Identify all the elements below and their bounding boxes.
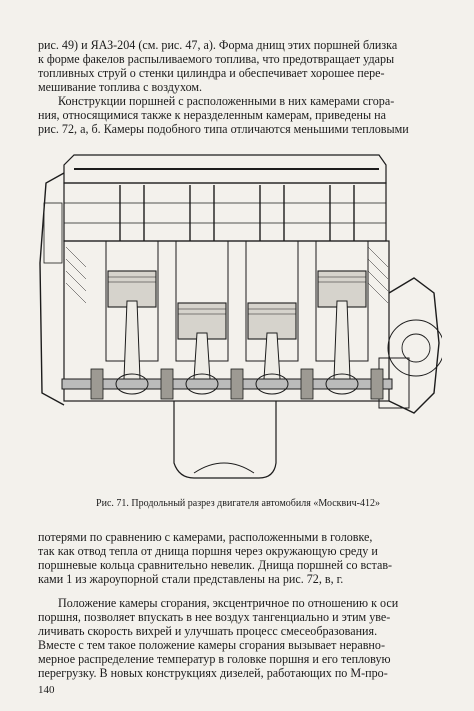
text-line: ния, относящимися также к неразделенным …: [38, 108, 387, 123]
main-bearing: [300, 368, 314, 400]
text-line: поршня, позволяет впускать в нее воздух …: [38, 610, 391, 625]
crank-throw: [255, 373, 289, 395]
cylinder-head: [63, 182, 387, 242]
timing-cover: [39, 172, 65, 406]
oil-level: [193, 462, 255, 474]
connecting-rod: [123, 300, 141, 380]
connecting-rod: [333, 300, 351, 380]
flywheel: [388, 277, 440, 414]
connecting-rod: [193, 332, 211, 380]
engine-drawing: [39, 154, 442, 479]
text-line: ками 1 из жароупорной стали представлены…: [38, 572, 344, 587]
crank-throw: [185, 373, 219, 395]
clutch-hub: [401, 333, 431, 363]
main-bearing: [370, 368, 384, 400]
connecting-rod: [263, 332, 281, 380]
text-line: рис. 49) и ЯАЗ-204 (см. рис. 47, а). Фор…: [38, 38, 398, 52]
main-bearing: [230, 368, 244, 400]
text-line: рис. 72, а, б. Камеры подобного типа отл…: [38, 122, 409, 137]
text-line: перегрузку. В новых конструкциях дизелей…: [38, 666, 388, 681]
crankshaft: [61, 378, 393, 390]
paragraph-heat-loss: потерями по сравнению с камерами, распол…: [38, 530, 438, 586]
text-line: к форме факелов распыливаемого топлива, …: [38, 52, 395, 67]
text-line: так как отвод тепла от днища поршня чере…: [38, 544, 378, 559]
paragraph-piston-chambers: Конструкции поршней с расположенными в н…: [38, 94, 438, 136]
text-line: мешивание топлива с воздухом.: [38, 80, 203, 95]
paragraph-chamber-position: Положение камеры сгорания, эксцентричное…: [38, 596, 438, 681]
crank-throw: [115, 373, 149, 395]
engine-cross-section-figure: [34, 143, 442, 495]
paragraph-top: рис. 49) и ЯАЗ-204 (см. рис. 47, а). Фор…: [38, 38, 438, 94]
text-line: личивать скорость вихрей и улучшать проц…: [38, 624, 378, 639]
text-line: мерное распределение температур в головк…: [38, 652, 391, 667]
page-number: 140: [38, 684, 55, 696]
text-line: топливных струй о стенки цилиндра и обес…: [38, 66, 385, 81]
oil-pan: [173, 401, 277, 479]
text-line: Положение камеры сгорания, эксцентричное…: [58, 596, 399, 610]
main-bearing: [160, 368, 174, 400]
text-line: Конструкции поршней с расположенными в н…: [58, 94, 395, 108]
main-bearing: [90, 368, 104, 400]
crank-throw: [325, 373, 359, 395]
text-line: потерями по сравнению с камерами, распол…: [38, 530, 373, 544]
text-line: Вместе с тем такое положение камеры сгор…: [38, 638, 385, 653]
text-line: поршневые кольца сравнительно невелик. Д…: [38, 558, 393, 573]
clutch-housing: [387, 319, 442, 377]
figure-caption: Рис. 71. Продольный разрез двигателя авт…: [96, 498, 380, 509]
timing-chain: [43, 202, 63, 264]
